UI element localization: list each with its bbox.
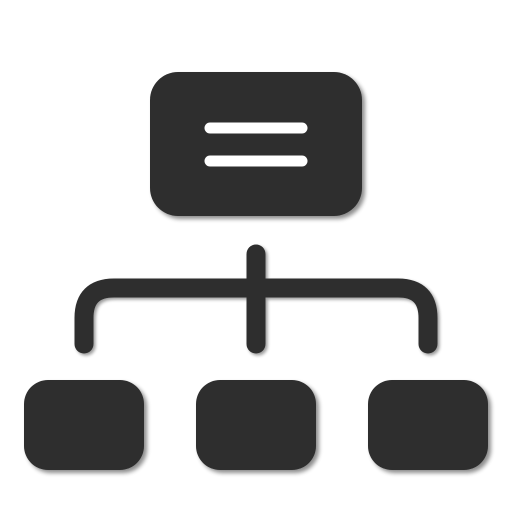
child-node-left bbox=[24, 380, 144, 470]
root-node bbox=[150, 72, 362, 216]
child-node-center bbox=[196, 380, 316, 470]
connector-horizontal-bar bbox=[74, 278, 438, 354]
child-nodes bbox=[24, 380, 488, 470]
connector-lines bbox=[74, 244, 438, 354]
child-node-right bbox=[368, 380, 488, 470]
